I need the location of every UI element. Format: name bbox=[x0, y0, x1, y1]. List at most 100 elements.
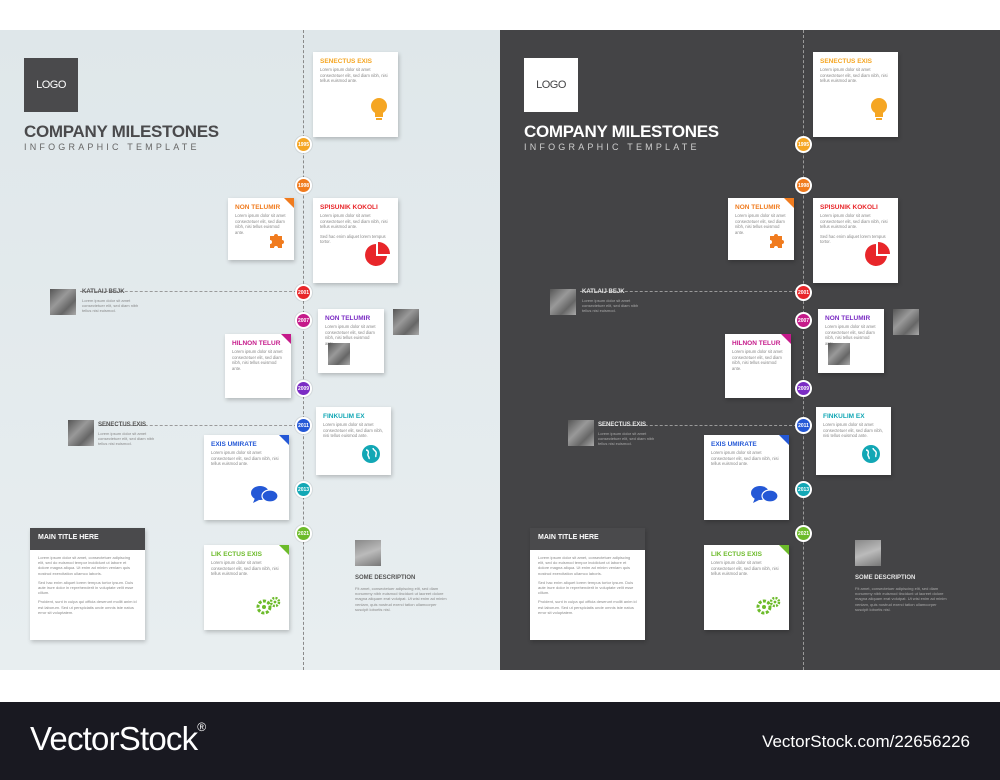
card-corner bbox=[781, 334, 791, 344]
photo-thumbnail bbox=[893, 309, 919, 335]
card-body: Lorem ipsum dolor sit amet consectetuer … bbox=[323, 422, 384, 438]
page-title: COMPANY MILESTONES bbox=[24, 122, 219, 141]
pie-chart-icon bbox=[364, 242, 390, 273]
side-note-title: KATLAIJ BEJK bbox=[82, 289, 125, 295]
year-marker: 2021 bbox=[795, 525, 812, 542]
main-box-title: MAIN TITLE HERE bbox=[30, 528, 145, 550]
side-note-title: SENECTUS EXIS bbox=[98, 422, 147, 428]
chat-bubbles-icon bbox=[751, 485, 779, 510]
year-marker: 1998 bbox=[795, 177, 812, 194]
card-title: NON TELUMIR bbox=[825, 315, 871, 322]
year-marker: 2013 bbox=[795, 481, 812, 498]
card-title: SENECTUS EXIS bbox=[820, 58, 873, 65]
page-title: COMPANY MILESTONES bbox=[524, 122, 719, 141]
year-marker: 1995 bbox=[795, 136, 812, 153]
connector-line bbox=[80, 291, 302, 292]
card-corner bbox=[813, 127, 823, 137]
main-box-body: Lorem ipsum dolor sit amet, consectetuer… bbox=[38, 555, 137, 615]
year-marker: 2001 bbox=[295, 284, 312, 301]
card-body: Sed hac enim aliquet lorem tempus tortor… bbox=[320, 233, 386, 245]
main-text-box: MAIN TITLE HERE Lorem ipsum dolor sit am… bbox=[30, 528, 145, 640]
milestone-card: NON TELUMIR Lorem ipsum dolor sit amet c… bbox=[818, 309, 884, 373]
year-marker: 2021 bbox=[295, 525, 312, 542]
photo-thumbnail bbox=[855, 540, 881, 566]
connector-line bbox=[600, 425, 802, 426]
lightbulb-icon bbox=[870, 98, 888, 127]
description-title: SOME DESCRIPTION bbox=[855, 575, 916, 581]
side-note-body: Lorem ipsum dolor sit amet consectetuer … bbox=[98, 431, 155, 447]
card-title: HILNON TELUR bbox=[232, 340, 281, 347]
milestone-card: SPISUNIK KOKOLI Lorem ipsum dolor sit am… bbox=[313, 198, 398, 283]
milestone-card: HILNON TELUR Lorem ipsum dolor sit amet … bbox=[725, 334, 791, 398]
year-marker: 2001 bbox=[795, 284, 812, 301]
year-marker: 1998 bbox=[295, 177, 312, 194]
connector-line bbox=[100, 425, 302, 426]
photo-thumbnail bbox=[568, 420, 594, 446]
card-corner bbox=[818, 363, 828, 373]
milestone-card: HILNON TELUR Lorem ipsum dolor sit amet … bbox=[225, 334, 291, 398]
milestone-card: SPISUNIK KOKOLI Lorem ipsum dolor sit am… bbox=[813, 198, 898, 283]
card-title: NON TELUMIR bbox=[235, 204, 281, 211]
card-body: Lorem ipsum dolor sit amet consectetuer … bbox=[711, 560, 779, 576]
card-body: Lorem ipsum dolor sit amet consectetuer … bbox=[732, 349, 783, 371]
card-body: Lorem ipsum dolor sit amet consectetuer … bbox=[211, 560, 279, 576]
card-corner bbox=[284, 198, 294, 208]
card-title: EXIS UMIRATE bbox=[711, 441, 757, 448]
card-title: EXIS UMIRATE bbox=[211, 441, 257, 448]
card-body: Lorem ipsum dolor sit amet consectetuer … bbox=[320, 67, 388, 83]
timeline-spine bbox=[803, 30, 804, 670]
card-body: Lorem ipsum dolor sit amet consectetuer … bbox=[711, 450, 779, 466]
timeline-spine bbox=[303, 30, 304, 670]
milestone-card: NON TELUMIR Lorem ipsum dolor sit amet c… bbox=[318, 309, 384, 373]
side-note-body: Lorem ipsum dolor sit amet consectetuer … bbox=[82, 298, 139, 314]
photo-thumbnail bbox=[328, 343, 350, 365]
pie-chart-icon bbox=[864, 242, 890, 273]
brand-logo: VectorStock® bbox=[30, 720, 206, 758]
photo-thumbnail bbox=[828, 343, 850, 365]
card-title: LIK ECTUS EXIS bbox=[711, 551, 762, 558]
description-body: Fit amet, consectetuer adipiscing elit, … bbox=[855, 586, 947, 612]
card-body: Lorem ipsum dolor sit amet consectetuer … bbox=[235, 213, 286, 235]
side-note-title: SENECTUS EXIS bbox=[598, 422, 647, 428]
year-marker: 1995 bbox=[295, 136, 312, 153]
description-title: SOME DESCRIPTION bbox=[355, 575, 416, 581]
logo-text: LOGO bbox=[536, 79, 566, 91]
globe-icon bbox=[361, 444, 381, 469]
card-corner bbox=[316, 465, 326, 475]
logo: LOGO bbox=[524, 58, 578, 112]
card-body: Lorem ipsum dolor sit amet consectetuer … bbox=[820, 67, 888, 83]
card-body: Lorem ipsum dolor sit amet consectetuer … bbox=[823, 422, 884, 438]
logo-text: LOGO bbox=[36, 79, 66, 91]
brand-name: VectorStock bbox=[30, 720, 198, 757]
card-corner bbox=[313, 273, 323, 283]
milestone-card: NON TELUMIR Lorem ipsum dolor sit amet c… bbox=[228, 198, 294, 260]
side-note-body: Lorem ipsum dolor sit amet consectetuer … bbox=[598, 431, 655, 447]
card-title: SPISUNIK KOKOLI bbox=[320, 204, 378, 211]
card-corner bbox=[279, 545, 289, 555]
puzzle-icon bbox=[268, 231, 286, 254]
card-body: Lorem ipsum dolor sit amet consectetuer … bbox=[735, 213, 786, 235]
card-corner bbox=[779, 545, 789, 555]
year-marker: 2011 bbox=[795, 417, 812, 434]
year-marker: 2007 bbox=[795, 312, 812, 329]
milestone-card: LIK ECTUS EXIS Lorem ipsum dolor sit ame… bbox=[204, 545, 289, 630]
card-corner bbox=[813, 273, 823, 283]
card-body: Sed hac enim aliquet lorem tempus tortor… bbox=[820, 233, 886, 245]
card-title: NON TELUMIR bbox=[325, 315, 371, 322]
year-marker: 2009 bbox=[795, 380, 812, 397]
gears-icon bbox=[754, 595, 782, 622]
brand-mark: ® bbox=[197, 720, 206, 734]
milestone-card: SENECTUS EXIS Lorem ipsum dolor sit amet… bbox=[313, 52, 398, 137]
side-note-title: KATLAIJ BEJK bbox=[582, 289, 625, 295]
connector-line bbox=[580, 291, 802, 292]
watermark-footer: VectorStock® VectorStock.com/22656226 bbox=[0, 702, 1000, 780]
year-marker: 2011 bbox=[295, 417, 312, 434]
milestone-card: LIK ECTUS EXIS Lorem ipsum dolor sit ame… bbox=[704, 545, 789, 630]
milestone-card: EXIS UMIRATE Lorem ipsum dolor sit amet … bbox=[204, 435, 289, 520]
image-id: VectorStock.com/22656226 bbox=[762, 732, 970, 751]
main-box-body: Lorem ipsum dolor sit amet, consectetuer… bbox=[538, 555, 637, 615]
description-body: Fit amet, consectetuer adipiscing elit, … bbox=[355, 586, 447, 612]
panel-inner: LOGO COMPANY MILESTONES INFOGRAPHIC TEMP… bbox=[0, 30, 500, 670]
card-title: FINKULIM EX bbox=[823, 413, 865, 420]
